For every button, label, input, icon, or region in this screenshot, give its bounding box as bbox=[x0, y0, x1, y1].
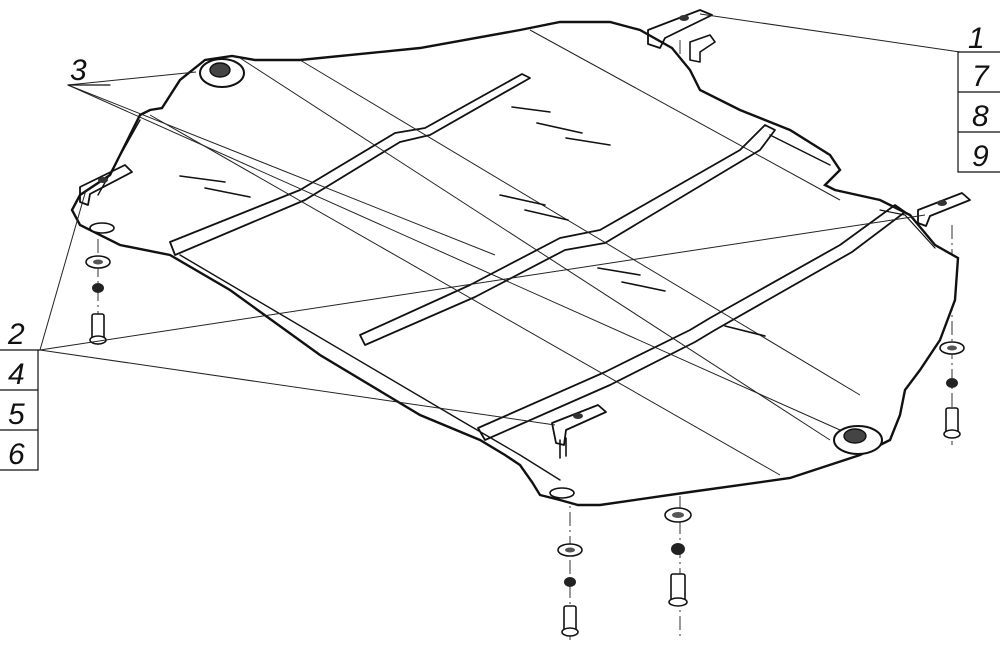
ribs bbox=[169, 73, 906, 441]
ventilation-slots bbox=[179, 106, 766, 337]
callout-6: 6 bbox=[8, 438, 25, 471]
callout-leaders bbox=[39, 13, 961, 431]
callout-3-group: 3 bbox=[67, 54, 111, 87]
fastener-stack-bottom-center bbox=[664, 507, 692, 607]
callout-table-right: 1 7 8 9 bbox=[957, 22, 1000, 173]
callout-3: 3 bbox=[70, 54, 87, 87]
fastener-stack-left bbox=[85, 255, 111, 345]
panel-lines bbox=[149, 29, 861, 476]
callout-1: 1 bbox=[968, 22, 985, 55]
callout-9: 9 bbox=[972, 140, 989, 173]
fastener-stack-bottom-left bbox=[557, 543, 583, 637]
callout-table-left: 2 4 5 6 bbox=[0, 318, 41, 471]
callout-4: 4 bbox=[8, 358, 25, 391]
bracket-right bbox=[917, 192, 971, 227]
callout-5: 5 bbox=[8, 398, 25, 431]
plate-nut-top bbox=[199, 58, 245, 88]
plate-nut-bottom bbox=[833, 425, 883, 455]
skid-plate bbox=[70, 20, 960, 507]
callout-7: 7 bbox=[972, 60, 990, 93]
callout-2: 2 bbox=[7, 318, 25, 351]
fastener-stack-right bbox=[939, 341, 965, 439]
callout-8: 8 bbox=[972, 100, 989, 133]
bracket-top-right bbox=[647, 9, 716, 63]
bracket-bottom bbox=[551, 404, 607, 459]
plate-slot-holes bbox=[89, 222, 575, 499]
bracket-left bbox=[79, 164, 133, 206]
